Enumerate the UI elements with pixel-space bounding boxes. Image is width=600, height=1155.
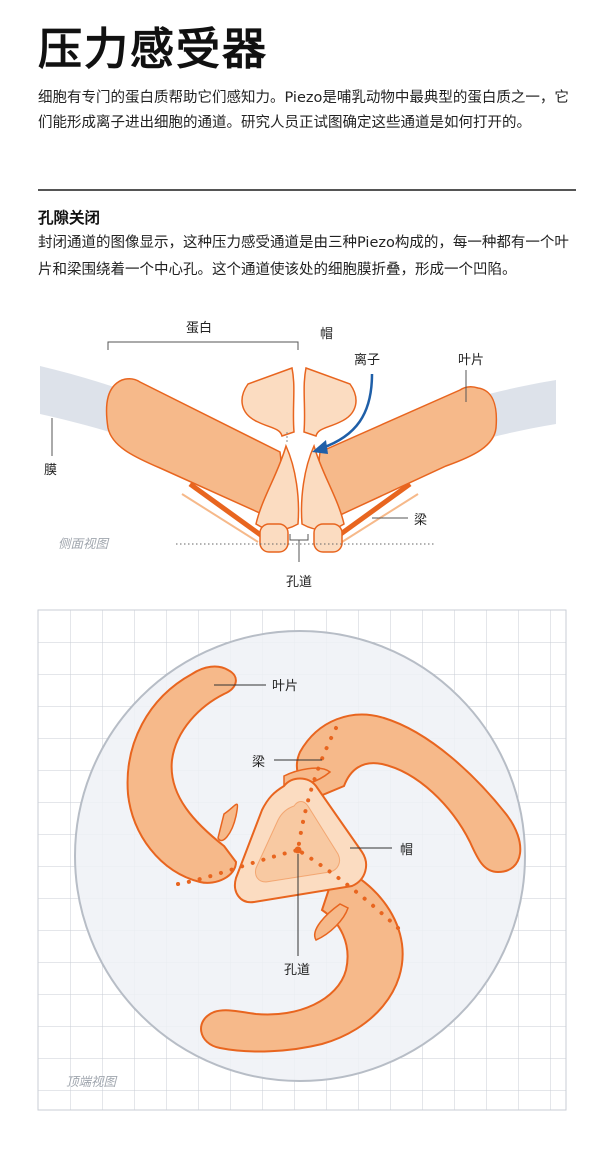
side-view-caption: 侧面视图	[58, 536, 110, 551]
top-label-blade: 叶片	[272, 679, 298, 694]
pore-center	[294, 846, 302, 854]
label-protein: 蛋白	[186, 320, 212, 336]
beam-left-2	[181, 493, 259, 543]
beam-right	[336, 481, 412, 539]
top-view-caption: 顶端视图	[66, 1074, 118, 1089]
protein-bracket	[107, 341, 299, 350]
beam-left	[188, 481, 264, 539]
top-blade-3	[200, 873, 404, 1053]
page-title: 压力感受器	[38, 24, 268, 75]
top-blade-1-fin	[217, 803, 239, 842]
top-blade-1	[126, 665, 238, 884]
label-ion: 离子	[354, 352, 380, 368]
label-pore: 孔道	[286, 575, 312, 590]
beam-dots-2	[296, 726, 338, 852]
pore-lobe-right	[313, 523, 343, 553]
top-label-pore: 孔道	[284, 963, 310, 978]
top-blade-2	[295, 713, 522, 874]
cap-left	[241, 366, 295, 437]
side-view-diagram: 蛋白 帽 离子 叶片 膜 梁 孔道 侧面视图	[40, 320, 556, 590]
section-paragraph: 封闭通道的图像显示，这种压力感受通道是由三种Piezo构成的，每一种都有一个叶片…	[38, 235, 569, 278]
beam-dots-3	[296, 848, 400, 930]
top-label-cap: 帽	[400, 842, 413, 858]
top-label-beam: 梁	[252, 755, 265, 770]
ion-arrow-head	[312, 440, 328, 454]
ion-arrow	[321, 373, 374, 450]
section-title: 孔隙关闭	[38, 209, 101, 227]
cap-right	[303, 366, 357, 437]
top-view-diagram: 叶片 梁 帽 孔道 顶端视图	[37, 609, 567, 1111]
section-divider	[38, 189, 576, 191]
label-membrane: 膜	[44, 463, 57, 478]
top-blade-3-fin	[313, 903, 349, 941]
pore-lobe-left	[259, 523, 289, 553]
beam-dots-1	[176, 848, 300, 886]
label-beam: 梁	[414, 513, 427, 528]
label-blade: 叶片	[458, 353, 484, 368]
pore-bracket	[289, 534, 309, 541]
intro-paragraph: 细胞有专门的蛋白质帮助它们感知力。Piezo是哺乳动物中最典型的蛋白质之一，它们…	[38, 90, 569, 131]
label-cap: 帽	[320, 326, 333, 342]
